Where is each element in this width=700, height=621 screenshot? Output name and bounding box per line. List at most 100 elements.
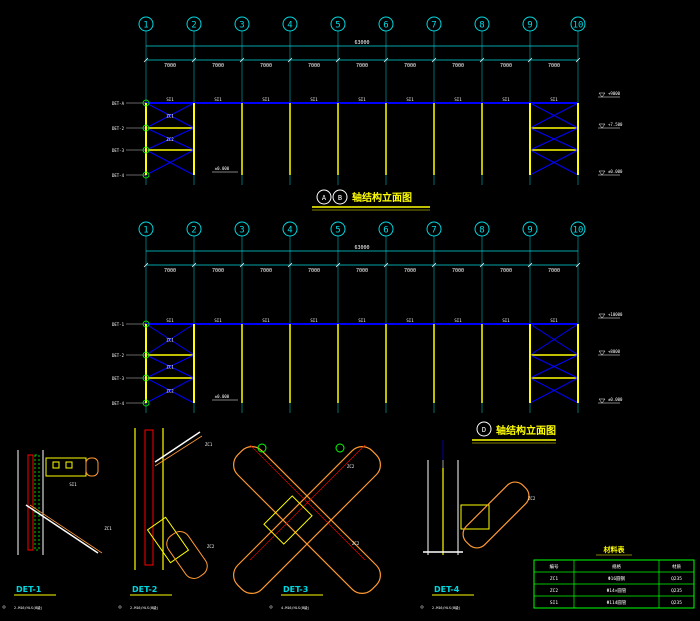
- det3-centerline: [249, 444, 366, 561]
- title-circle-label: A: [322, 194, 327, 202]
- det1-brace-edge: [29, 504, 103, 554]
- dim-tick: [191, 57, 197, 63]
- dimension-span: 7000: [308, 63, 320, 69]
- detail-note: 2-M16/HLS(B级): [130, 605, 159, 610]
- dimension-span: 7000: [500, 268, 512, 274]
- dim-tick: [335, 57, 341, 63]
- table-cell: ZC2: [550, 588, 558, 594]
- axis-number: 3: [239, 226, 244, 236]
- det3-end-mark: [257, 443, 267, 453]
- detail-label: ZC1: [205, 442, 213, 447]
- bullet-icon: [420, 605, 424, 609]
- row-label: DET-A: [112, 101, 125, 106]
- x-brace: [529, 377, 579, 404]
- dim-tick: [383, 262, 389, 268]
- elevation-label: ±0.000: [608, 169, 623, 174]
- x-brace: [529, 127, 579, 151]
- x-brace: [529, 354, 579, 379]
- dimension-span: 7000: [164, 268, 176, 274]
- det3-tube-a: [233, 446, 381, 594]
- table-header: 材质: [672, 563, 681, 570]
- x-brace: [145, 377, 195, 404]
- dimension-total: 63000: [354, 40, 369, 46]
- dim-tick: [431, 57, 437, 63]
- detail-label: ZC2: [352, 541, 360, 546]
- elev-triangle: [598, 313, 606, 319]
- member-label: SI1: [166, 97, 174, 102]
- node-circle: [142, 320, 150, 328]
- detail-note: 2-M16/HLS(B级): [14, 605, 43, 610]
- bullet-icon: [118, 605, 122, 609]
- x-brace: [529, 102, 579, 129]
- table-cell: Q235: [671, 576, 682, 582]
- axis-number: 1: [143, 21, 148, 31]
- elevation-label: +7.500: [608, 122, 623, 127]
- row-label: DET-4: [112, 401, 125, 406]
- dimension-span: 7000: [212, 63, 224, 69]
- dim-tick: [143, 262, 149, 268]
- member-label: SI1: [454, 318, 462, 323]
- dim-tick: [143, 57, 149, 63]
- det4-pipe: [462, 481, 530, 549]
- dimension-span: 7000: [212, 268, 224, 274]
- table-cell: Q235: [671, 588, 682, 594]
- row-label: DET-3: [112, 376, 125, 381]
- title-circle: [476, 421, 492, 437]
- dimension-span: 7000: [452, 63, 464, 69]
- row-label: DET-4: [112, 173, 125, 178]
- dim-tick: [383, 57, 389, 63]
- connection-details: SI1ZC1DET-12-M16/HLS(B级)ZC1ZC2DET-22-M16…: [2, 428, 536, 610]
- dimension-span: 7000: [260, 63, 272, 69]
- table-title: 材料表: [603, 545, 626, 554]
- title-circle: [316, 189, 332, 205]
- node-circle: [142, 374, 150, 382]
- det2-web: [144, 429, 154, 566]
- dimension-span: 7000: [404, 268, 416, 274]
- member-label: SI1: [310, 97, 318, 102]
- dimension-span: 7000: [404, 63, 416, 69]
- dim-tick: [527, 57, 533, 63]
- member-label: SI1: [406, 97, 414, 102]
- row-label: DET-2: [112, 126, 125, 131]
- det1-bolt: [65, 461, 73, 469]
- elevation-title: 轴结构立面图: [496, 424, 556, 437]
- axis-number: 4: [287, 226, 292, 236]
- brace-label: ZC2: [166, 389, 174, 394]
- elev-triangle: [598, 92, 606, 98]
- dim-tick: [479, 262, 485, 268]
- node-circle: [142, 146, 150, 154]
- member-label: SI1: [262, 97, 270, 102]
- title-circle-label: B: [338, 194, 342, 202]
- ground-elevation: ±0.000: [215, 394, 230, 399]
- det2-brace-edge: [154, 435, 203, 467]
- x-brace: [145, 102, 195, 129]
- detail-name: DET-1: [16, 585, 42, 594]
- x-brace: [145, 323, 195, 356]
- table-cell: SI1: [550, 600, 558, 606]
- member-label: SI1: [358, 318, 366, 323]
- elevation-label: ±0.000: [608, 397, 623, 402]
- member-label: SI1: [310, 318, 318, 323]
- dim-tick: [575, 57, 581, 63]
- node-circle: [142, 99, 150, 107]
- detail-label: ZC2: [347, 464, 355, 469]
- x-brace: [529, 149, 579, 176]
- table-cell: Q235: [671, 600, 682, 606]
- table-cell: Φ16圆钢: [608, 575, 626, 582]
- dim-tick: [575, 262, 581, 268]
- elevation-label: +10000: [608, 312, 623, 317]
- axis-number: 8: [479, 226, 484, 236]
- member-label: SI1: [262, 318, 270, 323]
- table-cell: Φ114圆管: [607, 599, 627, 606]
- bullet-icon: [269, 605, 273, 609]
- x-brace: [145, 127, 195, 151]
- dim-tick: [335, 262, 341, 268]
- det3-gusset: [263, 495, 313, 545]
- detail-label: ZC1: [104, 526, 112, 531]
- bullet-icon: [2, 605, 6, 609]
- elev-triangle: [598, 350, 606, 356]
- axis-number: 4: [287, 21, 292, 31]
- elev-triangle: [598, 123, 606, 129]
